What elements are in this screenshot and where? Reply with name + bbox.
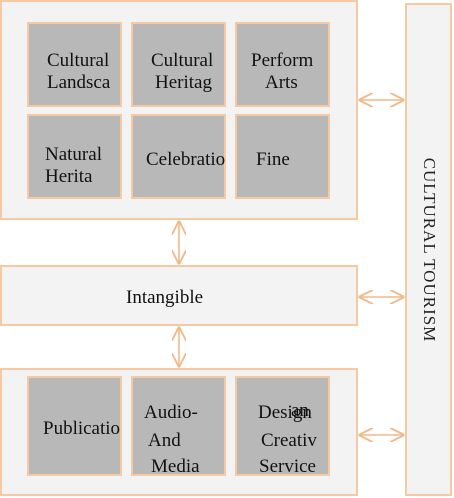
cell-line: Arts — [265, 72, 298, 93]
cell-line: Audio- — [144, 402, 198, 423]
cell-performing-arts: Perform Arts — [235, 22, 330, 107]
cell-line: Celebratio — [146, 149, 226, 170]
cell-line: Cultural — [47, 50, 110, 71]
cell-line: Media — [151, 456, 200, 477]
cell-line: Cultural — [151, 50, 214, 71]
cell-publication: Publicatio — [27, 376, 122, 476]
cell-line: Design — [258, 402, 312, 423]
cell-cultural-heritage: Cultural Heritag — [131, 22, 226, 107]
cell-line: Herita — [45, 166, 93, 187]
cell-line: Heritag — [155, 72, 212, 93]
cell-fine-arts: Fine — [235, 114, 330, 199]
cell-cultural-landscape: Cultural Landsca — [27, 22, 122, 107]
cell-line: Landsca — [47, 72, 111, 93]
cell-line: Publicatio — [43, 418, 121, 439]
cell-line: Perform — [251, 50, 314, 71]
cell-line: Creativ — [261, 430, 317, 451]
cell-line: Fine — [256, 149, 290, 170]
cell-line: And — [148, 430, 181, 451]
intangible-label: Intangible — [126, 287, 204, 308]
cell-natural-heritage: Natural Herita — [27, 114, 122, 199]
cultural-tourism-bar: CULTURAL TOURISM — [405, 3, 452, 496]
intangible-bar: Intangible — [0, 265, 358, 326]
cell-celebration: Celebratio — [131, 114, 226, 199]
cell-line: Natural — [45, 144, 102, 165]
cell-line: Service — [259, 456, 316, 477]
cell-overlay: an — [291, 400, 309, 421]
cell-design-creative: Design an Creativ Service — [235, 376, 330, 477]
cell-audio-media: Audio- And Media — [131, 376, 226, 477]
